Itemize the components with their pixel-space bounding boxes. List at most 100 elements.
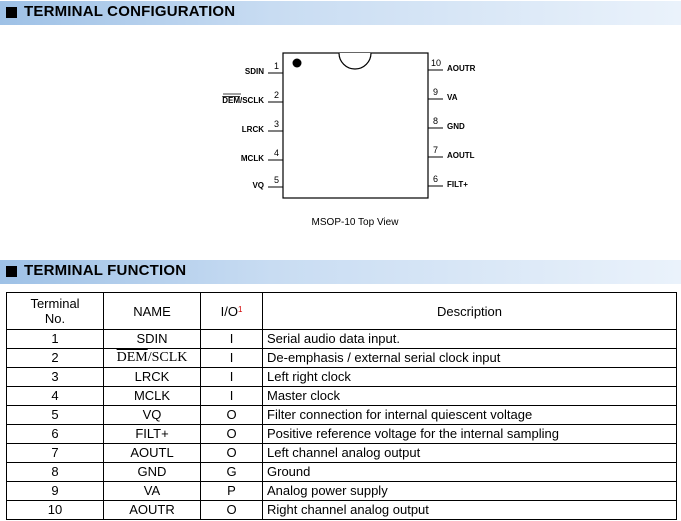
pin-number: 2 (274, 90, 279, 100)
cell-description: Master clock (262, 386, 677, 406)
cell-no: 2 (6, 348, 104, 368)
table-row: 2 DEM/SCLK I De-emphasis / external seri… (6, 348, 677, 368)
cell-name: SDIN (103, 329, 201, 349)
cell-description: Right channel analog output (262, 500, 677, 520)
pin-label: DEM/SCLK (222, 96, 264, 105)
package-caption: MSOP-10 Top View (312, 217, 400, 228)
pin-number: 1 (274, 61, 279, 71)
pin-number: 8 (433, 116, 438, 126)
table-row: 4 MCLK I Master clock (6, 386, 677, 406)
cell-io: O (200, 500, 263, 520)
cell-no: 4 (6, 386, 104, 406)
pin-number: 10 (431, 58, 441, 68)
table-row: 3 LRCK I Left right clock (6, 367, 677, 387)
cell-io: P (200, 481, 263, 501)
pin-label: FILT+ (447, 180, 468, 189)
cell-io: O (200, 443, 263, 463)
cell-name: DEM/SCLK (103, 348, 201, 368)
pin-number: 6 (433, 174, 438, 184)
pin-label: MCLK (241, 154, 264, 163)
cell-description: Left right clock (262, 367, 677, 387)
cell-io: O (200, 424, 263, 444)
right-pin-8: 8 GND (428, 116, 465, 131)
table-row: 1 SDIN I Serial audio data input. (6, 329, 677, 349)
chip-notch (338, 52, 372, 70)
cell-description: Analog power supply (262, 481, 677, 501)
chip-body (282, 52, 429, 199)
cell-no: 8 (6, 462, 104, 482)
cell-name: FILT+ (103, 424, 201, 444)
header-description: Description (262, 292, 677, 330)
cell-name: AOUTR (103, 500, 201, 520)
cell-no: 10 (6, 500, 104, 520)
cell-io: I (200, 348, 263, 368)
cell-io: I (200, 386, 263, 406)
cell-io: I (200, 329, 263, 349)
cell-description: Ground (262, 462, 677, 482)
pin-label-rest: /SCLK (240, 96, 264, 105)
section-header-configuration: TERMINAL CONFIGURATION (0, 1, 681, 25)
pin-number: 9 (433, 87, 438, 97)
package-diagram: 1 SDIN 2 DEM/SCLK 3 LRCK 4 MCLK 5 VQ 10 … (222, 52, 476, 228)
pin-number: 4 (274, 148, 279, 158)
left-pin-2: 2 DEM/SCLK (222, 90, 283, 105)
cell-name: GND (103, 462, 201, 482)
table-row: 6 FILT+ O Positive reference voltage for… (6, 424, 677, 444)
section-header-function: TERMINAL FUNCTION (0, 260, 681, 284)
left-pin-5: 5 VQ (252, 175, 283, 190)
cell-name: AOUTL (103, 443, 201, 463)
pin-number: 7 (433, 145, 438, 155)
bullet-square-icon (6, 266, 17, 277)
pin-label: SDIN (245, 67, 264, 76)
section-title: TERMINAL CONFIGURATION (24, 3, 236, 20)
cell-name: VA (103, 481, 201, 501)
cell-no: 9 (6, 481, 104, 501)
header-name: NAME (103, 292, 201, 330)
left-pin-4: 4 MCLK (241, 148, 283, 163)
left-pin-1: 1 SDIN (245, 61, 283, 76)
cell-description: Filter connection for internal quiescent… (262, 405, 677, 425)
cell-description: Positive reference voltage for the inter… (262, 424, 677, 444)
table-row: 7 AOUTL O Left channel analog output (6, 443, 677, 463)
pin1-marker-dot (292, 58, 302, 68)
pin-number: 3 (274, 119, 279, 129)
left-pin-3: 3 LRCK (242, 119, 283, 134)
header-io: I/O1 (200, 292, 263, 330)
cell-description: Serial audio data input. (262, 329, 677, 349)
cell-name: MCLK (103, 386, 201, 406)
cell-io: O (200, 405, 263, 425)
right-pin-7: 7 AOUTL (428, 145, 475, 160)
pin-number: 5 (274, 175, 279, 185)
pin-label: VA (447, 93, 458, 102)
cell-name: LRCK (103, 367, 201, 387)
cell-io: G (200, 462, 263, 482)
cell-description: Left channel analog output (262, 443, 677, 463)
cell-name: VQ (103, 405, 201, 425)
pin-label-overline: DEM (222, 96, 240, 105)
table-row: 9 VA P Analog power supply (6, 481, 677, 501)
pin-label: GND (447, 122, 465, 131)
cell-no: 1 (6, 329, 104, 349)
cell-no: 3 (6, 367, 104, 387)
table-row: 8 GND G Ground (6, 462, 677, 482)
pin-label: LRCK (242, 125, 264, 134)
section-title: TERMINAL FUNCTION (24, 262, 187, 279)
cell-no: 5 (6, 405, 104, 425)
footnote-marker: 1 (237, 304, 243, 314)
right-pin-6: 6 FILT+ (428, 174, 468, 189)
cell-io: I (200, 367, 263, 387)
table-row: 10 AOUTR O Right channel analog output (6, 500, 677, 520)
cell-description: De-emphasis / external serial clock inpu… (262, 348, 677, 368)
cell-no: 6 (6, 424, 104, 444)
table-row: 5 VQ O Filter connection for internal qu… (6, 405, 677, 425)
pin-label: AOUTR (447, 64, 476, 73)
pin-label: VQ (252, 181, 264, 190)
cell-no: 7 (6, 443, 104, 463)
bullet-square-icon (6, 7, 17, 18)
pin-label: AOUTL (447, 151, 475, 160)
right-pin-9: 9 VA (428, 87, 458, 102)
right-pin-10: 10 AOUTR (428, 58, 476, 73)
